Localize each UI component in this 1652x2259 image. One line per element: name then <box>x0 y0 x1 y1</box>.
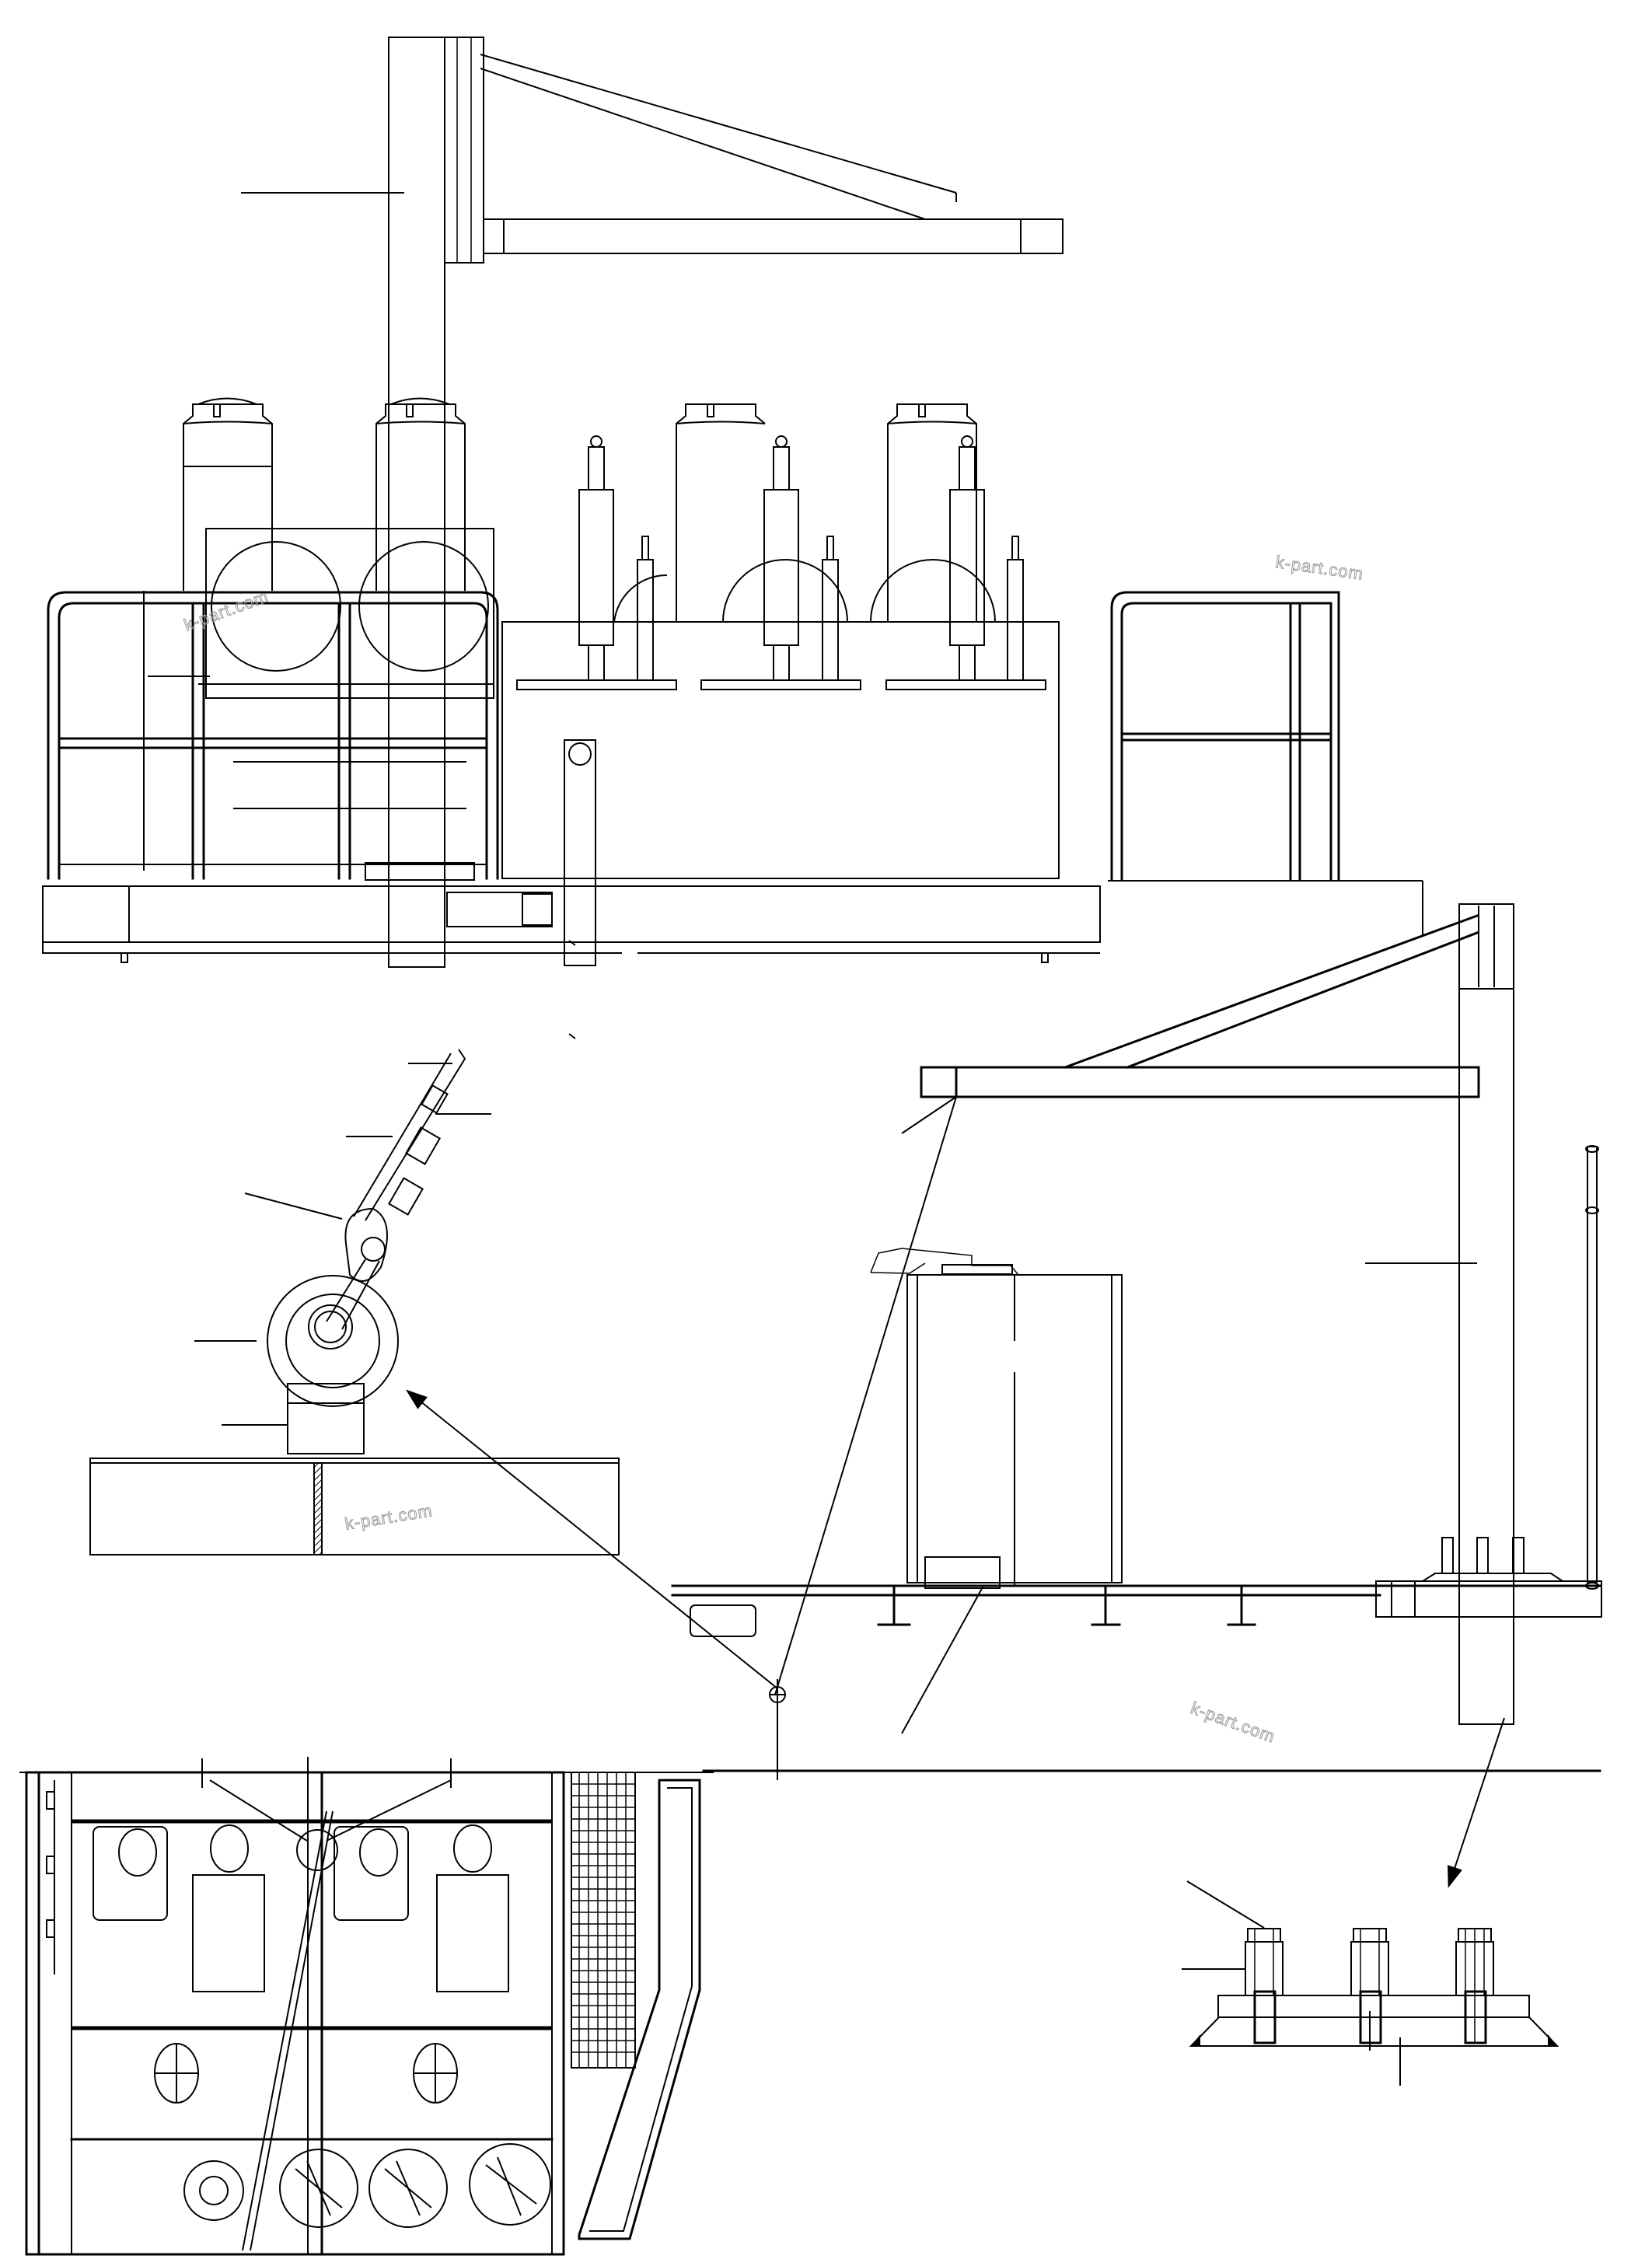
bolt-detail-view <box>1182 1880 1559 2086</box>
right-handrail <box>1108 591 1423 937</box>
callout-leader <box>244 1192 343 1220</box>
filter-housing <box>93 1826 168 1921</box>
hydraulic-cylinder <box>578 435 654 681</box>
weld-hatch <box>313 1462 323 1555</box>
pump-box <box>192 1874 265 1992</box>
eye-bolt-ring <box>267 1275 399 1407</box>
fan <box>358 541 489 672</box>
crane-side-view <box>671 903 1602 1888</box>
tank <box>887 403 977 622</box>
plan-view <box>19 1757 714 2256</box>
jib-boom <box>920 1066 1480 1098</box>
skid-base <box>42 885 1101 943</box>
deck-plate <box>690 1604 756 1637</box>
filter-housing <box>334 1826 409 1921</box>
crane-mast <box>388 37 445 968</box>
callout-leader <box>1186 1880 1265 1929</box>
floor-grating <box>571 1772 636 2069</box>
watermark: k-part.com <box>1274 552 1364 584</box>
watermark: k-part.com <box>181 586 271 634</box>
bolt <box>1245 1928 1284 2044</box>
crane-mast <box>1458 903 1514 1725</box>
callout-leader <box>901 1585 984 1734</box>
side-ramp <box>578 1779 701 2240</box>
plan-frame <box>37 1771 565 2256</box>
drive-unit <box>183 2160 244 2221</box>
bolt <box>1350 1928 1389 2044</box>
tank <box>375 397 466 591</box>
base-plate <box>1189 2016 1559 2047</box>
beam-section <box>89 1458 620 1555</box>
drive-unit <box>279 2149 358 2228</box>
mast-bracket <box>444 37 484 264</box>
detail-arrow <box>1448 1717 1505 1888</box>
reservoir-box <box>501 621 1060 879</box>
hood-hinge <box>870 1248 1019 1276</box>
thimble <box>344 1207 388 1282</box>
tank <box>676 403 766 622</box>
watermark: k-part.com <box>1188 1698 1278 1746</box>
sheave <box>296 1829 338 1871</box>
watermark: k-part.com <box>344 1500 434 1534</box>
eyebolt-detail-view <box>89 1049 778 1689</box>
drive-unit <box>368 2149 448 2228</box>
eye-bolt-base <box>287 1383 365 1454</box>
side-elevation-view <box>42 37 1423 1039</box>
vertical-pipe <box>1587 1146 1598 1583</box>
hydraulic-cylinder <box>949 435 1024 681</box>
grating-mesh <box>571 1772 635 2068</box>
fan <box>211 541 341 672</box>
hydraulic-cylinder <box>763 435 839 681</box>
callout-leader <box>901 1096 957 1134</box>
jib-boom <box>483 218 1063 254</box>
drive-unit <box>469 2143 551 2226</box>
left-handrail <box>47 591 499 881</box>
watermarks: k-part.com k-part.com k-part.com k-part.… <box>181 552 1365 1747</box>
bolt <box>1455 1928 1494 2044</box>
pump-box <box>436 1874 509 1992</box>
lifting-post <box>564 739 596 966</box>
tank <box>183 397 273 591</box>
detail-arrow <box>405 1389 778 1689</box>
